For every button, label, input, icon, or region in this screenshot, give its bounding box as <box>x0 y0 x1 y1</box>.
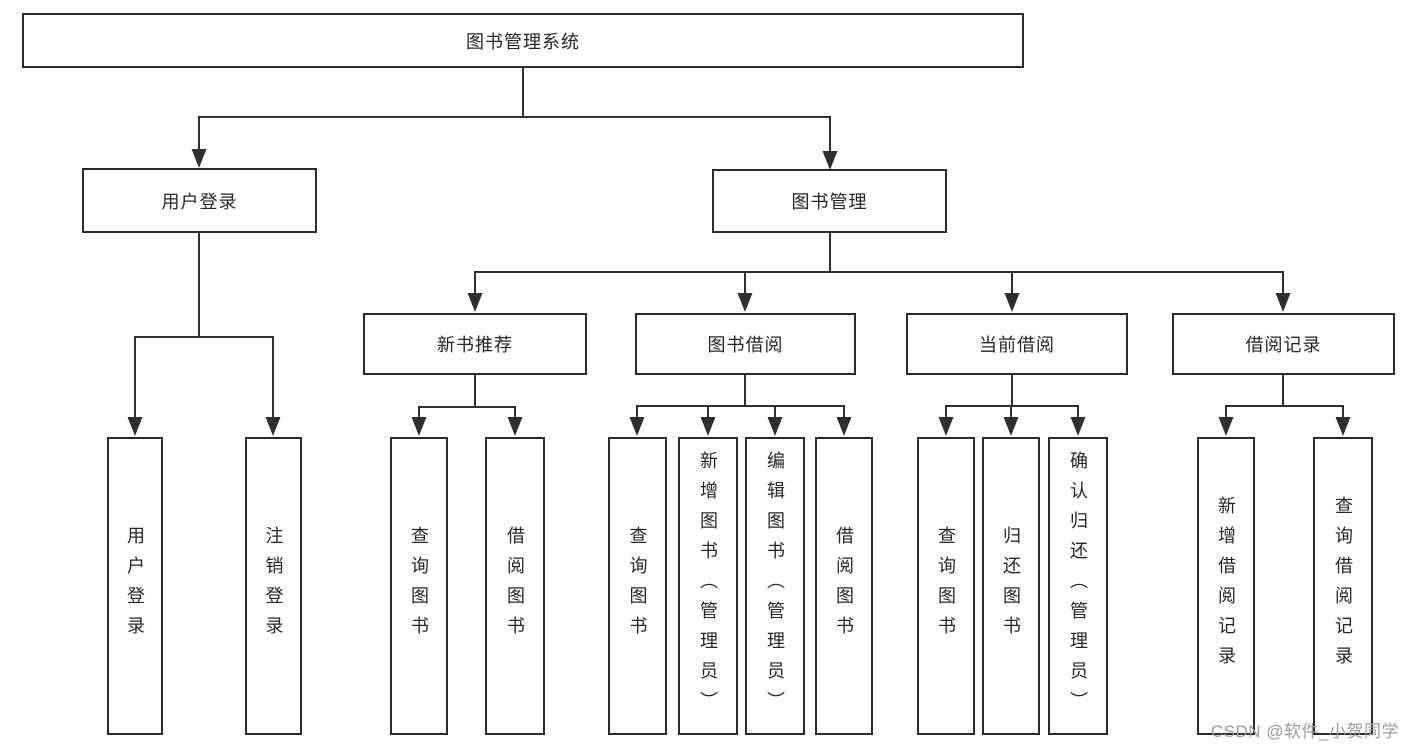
node-label: 新书推荐 <box>437 335 513 355</box>
node-label: 借阅记录 <box>1245 335 1322 355</box>
leaf-label: 查询图书 <box>936 526 956 646</box>
leaf-user-login: 用户登录 <box>107 437 163 735</box>
node-new-book-recommend: 新书推荐 <box>363 313 587 375</box>
leaf-label: 编辑图书（管理员） <box>765 451 785 721</box>
leaf-label: 查询图书 <box>627 526 648 646</box>
leaf-label: 查询图书 <box>409 526 429 646</box>
node-label: 图书借阅 <box>707 335 784 355</box>
node-label: 当前借阅 <box>979 335 1055 355</box>
leaf-add-book-admin: 新增图书（管理员） <box>678 437 738 735</box>
leaf-label: 用户登录 <box>125 526 145 646</box>
leaf-query-book-borrow: 查询图书 <box>608 437 667 735</box>
node-library-system: 图书管理系统 <box>22 13 1024 68</box>
leaf-confirm-return-admin: 确认归还（管理员） <box>1048 437 1108 735</box>
node-book-management: 图书管理 <box>712 169 947 233</box>
node-label: 图书管理 <box>791 192 868 212</box>
leaf-borrow-book: 借阅图书 <box>815 437 873 735</box>
leaf-edit-book-admin: 编辑图书（管理员） <box>745 437 805 735</box>
watermark: CSDN @软件_小贺同学 <box>1210 722 1399 741</box>
leaf-return-book: 归还图书 <box>982 437 1040 735</box>
node-user-login: 用户登录 <box>82 168 317 233</box>
leaf-borrow-book-recommend: 借阅图书 <box>485 437 545 735</box>
leaf-logout: 注销登录 <box>245 437 302 735</box>
leaf-label: 归还图书 <box>1001 526 1021 646</box>
node-label: 图书管理系统 <box>466 31 580 52</box>
leaf-label: 确认归还（管理员） <box>1068 451 1088 721</box>
node-borrow-records: 借阅记录 <box>1172 313 1395 375</box>
node-book-borrow: 图书借阅 <box>635 313 856 375</box>
leaf-query-borrow-record: 查询借阅记录 <box>1313 437 1373 735</box>
node-current-borrow: 当前借阅 <box>906 313 1128 375</box>
leaf-label: 新增图书（管理员） <box>698 451 718 721</box>
leaf-label: 新增借阅记录 <box>1216 496 1236 676</box>
leaf-add-borrow-record: 新增借阅记录 <box>1197 437 1255 735</box>
leaf-query-book-recommend: 查询图书 <box>390 437 448 735</box>
leaf-label: 查询借阅记录 <box>1333 496 1353 676</box>
leaf-label: 借阅图书 <box>834 526 854 646</box>
node-label: 用户登录 <box>161 191 238 212</box>
leaf-query-book-current: 查询图书 <box>917 437 975 735</box>
leaf-label: 借阅图书 <box>505 526 525 646</box>
leaf-label: 注销登录 <box>263 526 284 646</box>
